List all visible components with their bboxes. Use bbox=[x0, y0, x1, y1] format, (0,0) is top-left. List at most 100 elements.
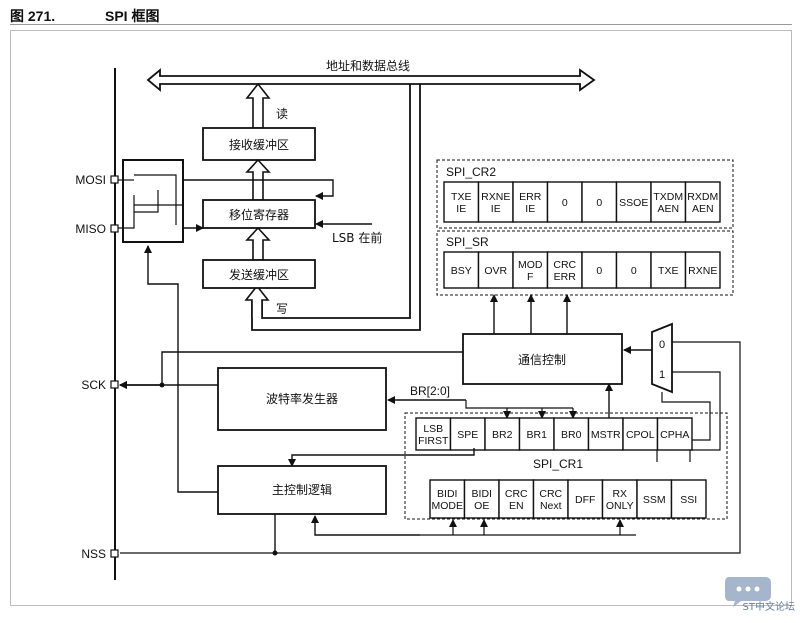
spi-cr1-bottom-bit-label: DFF bbox=[575, 494, 595, 506]
tx-buffer-label: 发送缓冲区 bbox=[229, 267, 289, 282]
spi-cr2-name: SPI_CR2 bbox=[446, 165, 496, 179]
io-switch-box bbox=[118, 159, 184, 243]
mux-input-0: 0 bbox=[659, 339, 665, 351]
spi-cr1-bottom-bit-label: SSM bbox=[643, 494, 666, 506]
pin-nss-label: NSS bbox=[81, 547, 106, 561]
spi-cr2-bit-label: IE bbox=[491, 203, 501, 215]
spi-sr-bit-cell: TXE bbox=[650, 251, 687, 289]
spi-sr-bit-cell: 0 bbox=[615, 251, 652, 289]
pin-miso: MISO bbox=[75, 222, 119, 236]
read-label: 读 bbox=[276, 107, 288, 121]
spi-sr-bit-label: TXE bbox=[658, 265, 678, 277]
spi-cr1-bottom-bit-cell: SSI bbox=[670, 479, 707, 519]
watermark: ST中文论坛 bbox=[725, 573, 795, 613]
spi-sr-bit-label: BSY bbox=[451, 265, 472, 277]
rx-buffer-label: 接收缓冲区 bbox=[229, 137, 289, 152]
spi-cr1-bottom-bit-label: BIDI bbox=[437, 488, 457, 500]
spi-sr-name: SPI_SR bbox=[446, 235, 489, 249]
baud-generator-block: 波特率发生器 bbox=[217, 367, 387, 431]
spi-cr1-bottom-bit-label: Next bbox=[540, 500, 562, 512]
spi-cr2-bit-label: AEN bbox=[692, 203, 714, 215]
spi-cr1-bottom-bit-label: CRC bbox=[539, 488, 562, 500]
spi-cr1-top-bit-label: LSB bbox=[423, 423, 443, 435]
tx-buffer-block: 发送缓冲区 bbox=[202, 259, 316, 289]
shift-register-label: 移位寄存器 bbox=[229, 207, 289, 222]
pin-mosi: MOSI bbox=[75, 173, 119, 187]
spi-cr2-bit-label: SSOE bbox=[619, 197, 648, 209]
figure-number: 图 271. bbox=[10, 8, 56, 24]
nss-to-mux-line bbox=[120, 341, 741, 554]
spi-cr1-top-bit-cell: SPE bbox=[449, 417, 486, 451]
spi-sr-bit-label: OVR bbox=[484, 265, 507, 277]
pin-nss: NSS bbox=[81, 547, 119, 561]
spi-sr-bit-cell: BSY bbox=[443, 251, 480, 289]
spi-sr-bit-label: 0 bbox=[631, 265, 637, 277]
write-arrow bbox=[244, 284, 270, 318]
ssi-to-mux-line bbox=[672, 371, 721, 462]
spi-cr2-bit-cell: 0 bbox=[546, 181, 583, 223]
spi-cr1-top-bit-label: FIRST bbox=[418, 435, 449, 447]
nss-mux: 0 1 bbox=[651, 322, 673, 394]
spi-cr1-top-bit-cell: CPOL bbox=[622, 417, 659, 451]
mux-input-1: 1 bbox=[659, 369, 665, 381]
mosi-to-shift-line bbox=[183, 179, 334, 200]
spi-sr-bit-cell: 0 bbox=[581, 251, 618, 289]
spi-sr-bit-label: CRC bbox=[553, 259, 576, 271]
spi-cr1-top-bit-cell: BR2 bbox=[484, 417, 521, 451]
pin-sck: SCK bbox=[81, 378, 119, 392]
chat-bubble-icon bbox=[725, 577, 771, 607]
spi-sr-bit-cell: OVR bbox=[477, 251, 514, 289]
spi-cr2-bit-cell: 0 bbox=[581, 181, 618, 223]
spi-cr1-name: SPI_CR1 bbox=[533, 457, 583, 471]
spi-cr1-top-bit-label: BR2 bbox=[492, 429, 513, 441]
spi-sr-bit-label: RXNE bbox=[688, 265, 717, 277]
spi-cr1-top-bit-cell: BR1 bbox=[518, 417, 555, 451]
spi-cr2-bit-label: TXE bbox=[451, 191, 471, 203]
pin-mosi-label: MOSI bbox=[75, 173, 106, 187]
spi-cr2-bit-label: TXDM bbox=[653, 191, 683, 203]
br-bus-line bbox=[465, 400, 573, 409]
br-label: BR[2:0] bbox=[410, 384, 450, 398]
read-arrow bbox=[245, 82, 271, 129]
lsb-first-label: LSB 在前 bbox=[332, 230, 382, 245]
header-rule bbox=[10, 24, 792, 25]
spe-to-master-line bbox=[288, 448, 475, 467]
rx-buffer-block: 接收缓冲区 bbox=[202, 127, 316, 161]
write-label: 写 bbox=[276, 302, 288, 316]
spi-cr1-bottom-bit-label: OE bbox=[474, 500, 489, 512]
baud-generator-label: 波特率发生器 bbox=[266, 391, 338, 406]
comm-control-block: 通信控制 bbox=[462, 333, 623, 385]
cr1-bottom-to-master-line bbox=[311, 515, 420, 536]
spi-cr1-top-bit-label: CPHA bbox=[660, 429, 689, 441]
master-control-label: 主控制逻辑 bbox=[272, 483, 332, 497]
spi-cr1-top-bit-label: BR1 bbox=[527, 429, 548, 441]
spi-cr1-top-bit-cell: CPHA bbox=[656, 417, 693, 451]
tx-to-shift-arrow bbox=[245, 226, 271, 261]
spi-cr2-bit-label: IE bbox=[456, 203, 466, 215]
spi-cr1-bottom-bit-label: EN bbox=[509, 500, 524, 512]
spi-sr-bit-label: F bbox=[527, 271, 533, 283]
master-control-block: 主控制逻辑 bbox=[217, 465, 387, 515]
pin-miso-label: MISO bbox=[75, 222, 106, 236]
master-to-miso-line bbox=[144, 245, 218, 493]
spi-sr-bit-cell: RXNE bbox=[684, 251, 721, 289]
spi-cr2-bit-label: RXDM bbox=[687, 191, 718, 203]
spi-cr1-bottom-bit-label: MODE bbox=[432, 500, 464, 512]
spi-cr2-bit-label: 0 bbox=[596, 197, 602, 209]
comm-control-label: 通信控制 bbox=[518, 353, 566, 367]
spi-cr2-bit-label: ERR bbox=[519, 191, 542, 203]
